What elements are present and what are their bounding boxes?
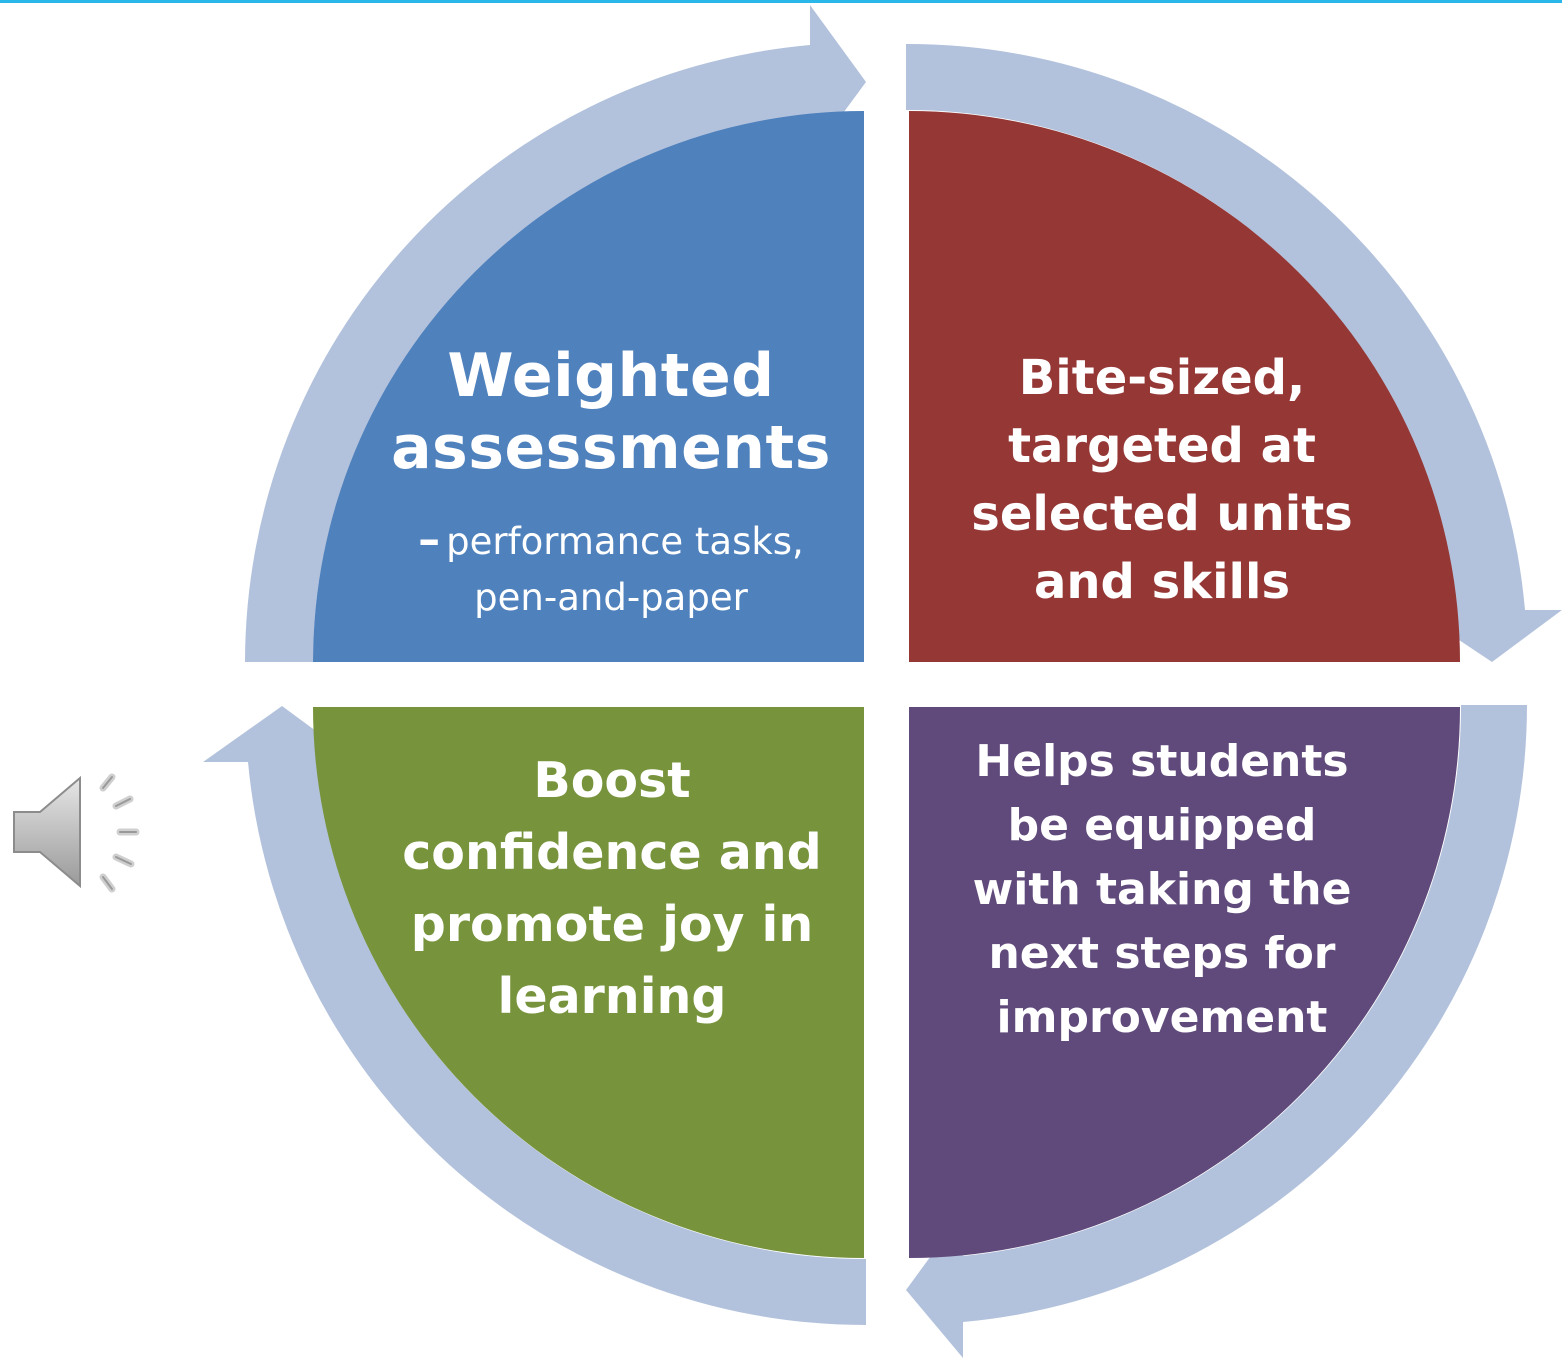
text-line: Bite-sized, bbox=[1018, 350, 1306, 406]
quadrant-top-left bbox=[313, 111, 864, 662]
text-line: learning bbox=[497, 968, 727, 1025]
title-line: assessments bbox=[391, 413, 831, 483]
top-accent-rule bbox=[0, 0, 1562, 3]
text-line: promote joy in bbox=[410, 896, 814, 953]
subtitle-dash: – bbox=[418, 514, 441, 565]
boost-confidence-text: Boost confidence and promote joy in lear… bbox=[362, 745, 862, 1033]
arrow-bottom-left bbox=[203, 706, 866, 1326]
helps-students-text: Helps students be equipped with taking t… bbox=[936, 730, 1388, 1050]
text-line: confidence and bbox=[402, 824, 822, 881]
text-line: be equipped bbox=[1007, 800, 1317, 851]
quadrant-top-right bbox=[909, 111, 1460, 662]
quadrant-bottom-right bbox=[909, 707, 1460, 1258]
subtitle-line: pen-and-paper bbox=[474, 576, 748, 619]
quadrant-bottom-left bbox=[313, 707, 864, 1258]
weighted-assessments-subtitle: –performance tasks, pen-and-paper bbox=[356, 512, 866, 626]
text-line: selected units bbox=[971, 486, 1353, 542]
subtitle-text: performance tasks, bbox=[446, 520, 804, 563]
cycle-ring bbox=[203, 5, 1562, 1358]
title-line: Weighted bbox=[447, 341, 775, 411]
text-line: next steps for bbox=[988, 928, 1336, 979]
weighted-assessments-title: Weighted assessments bbox=[356, 340, 866, 484]
subtitle-line: –performance tasks, bbox=[356, 512, 866, 570]
text-line: improvement bbox=[996, 992, 1328, 1043]
text-line: and skills bbox=[1033, 554, 1291, 610]
text-line: Helps students bbox=[975, 736, 1349, 787]
text-line: with taking the bbox=[972, 864, 1352, 915]
speaker-icon[interactable] bbox=[13, 773, 140, 893]
arrow-top-left bbox=[245, 5, 866, 662]
text-line: Boost bbox=[533, 752, 691, 809]
arrow-top-right bbox=[906, 43, 1562, 662]
bite-sized-text: Bite-sized, targeted at selected units a… bbox=[936, 344, 1388, 616]
arrow-bottom-right bbox=[906, 705, 1527, 1358]
text-line: targeted at bbox=[1008, 418, 1316, 474]
